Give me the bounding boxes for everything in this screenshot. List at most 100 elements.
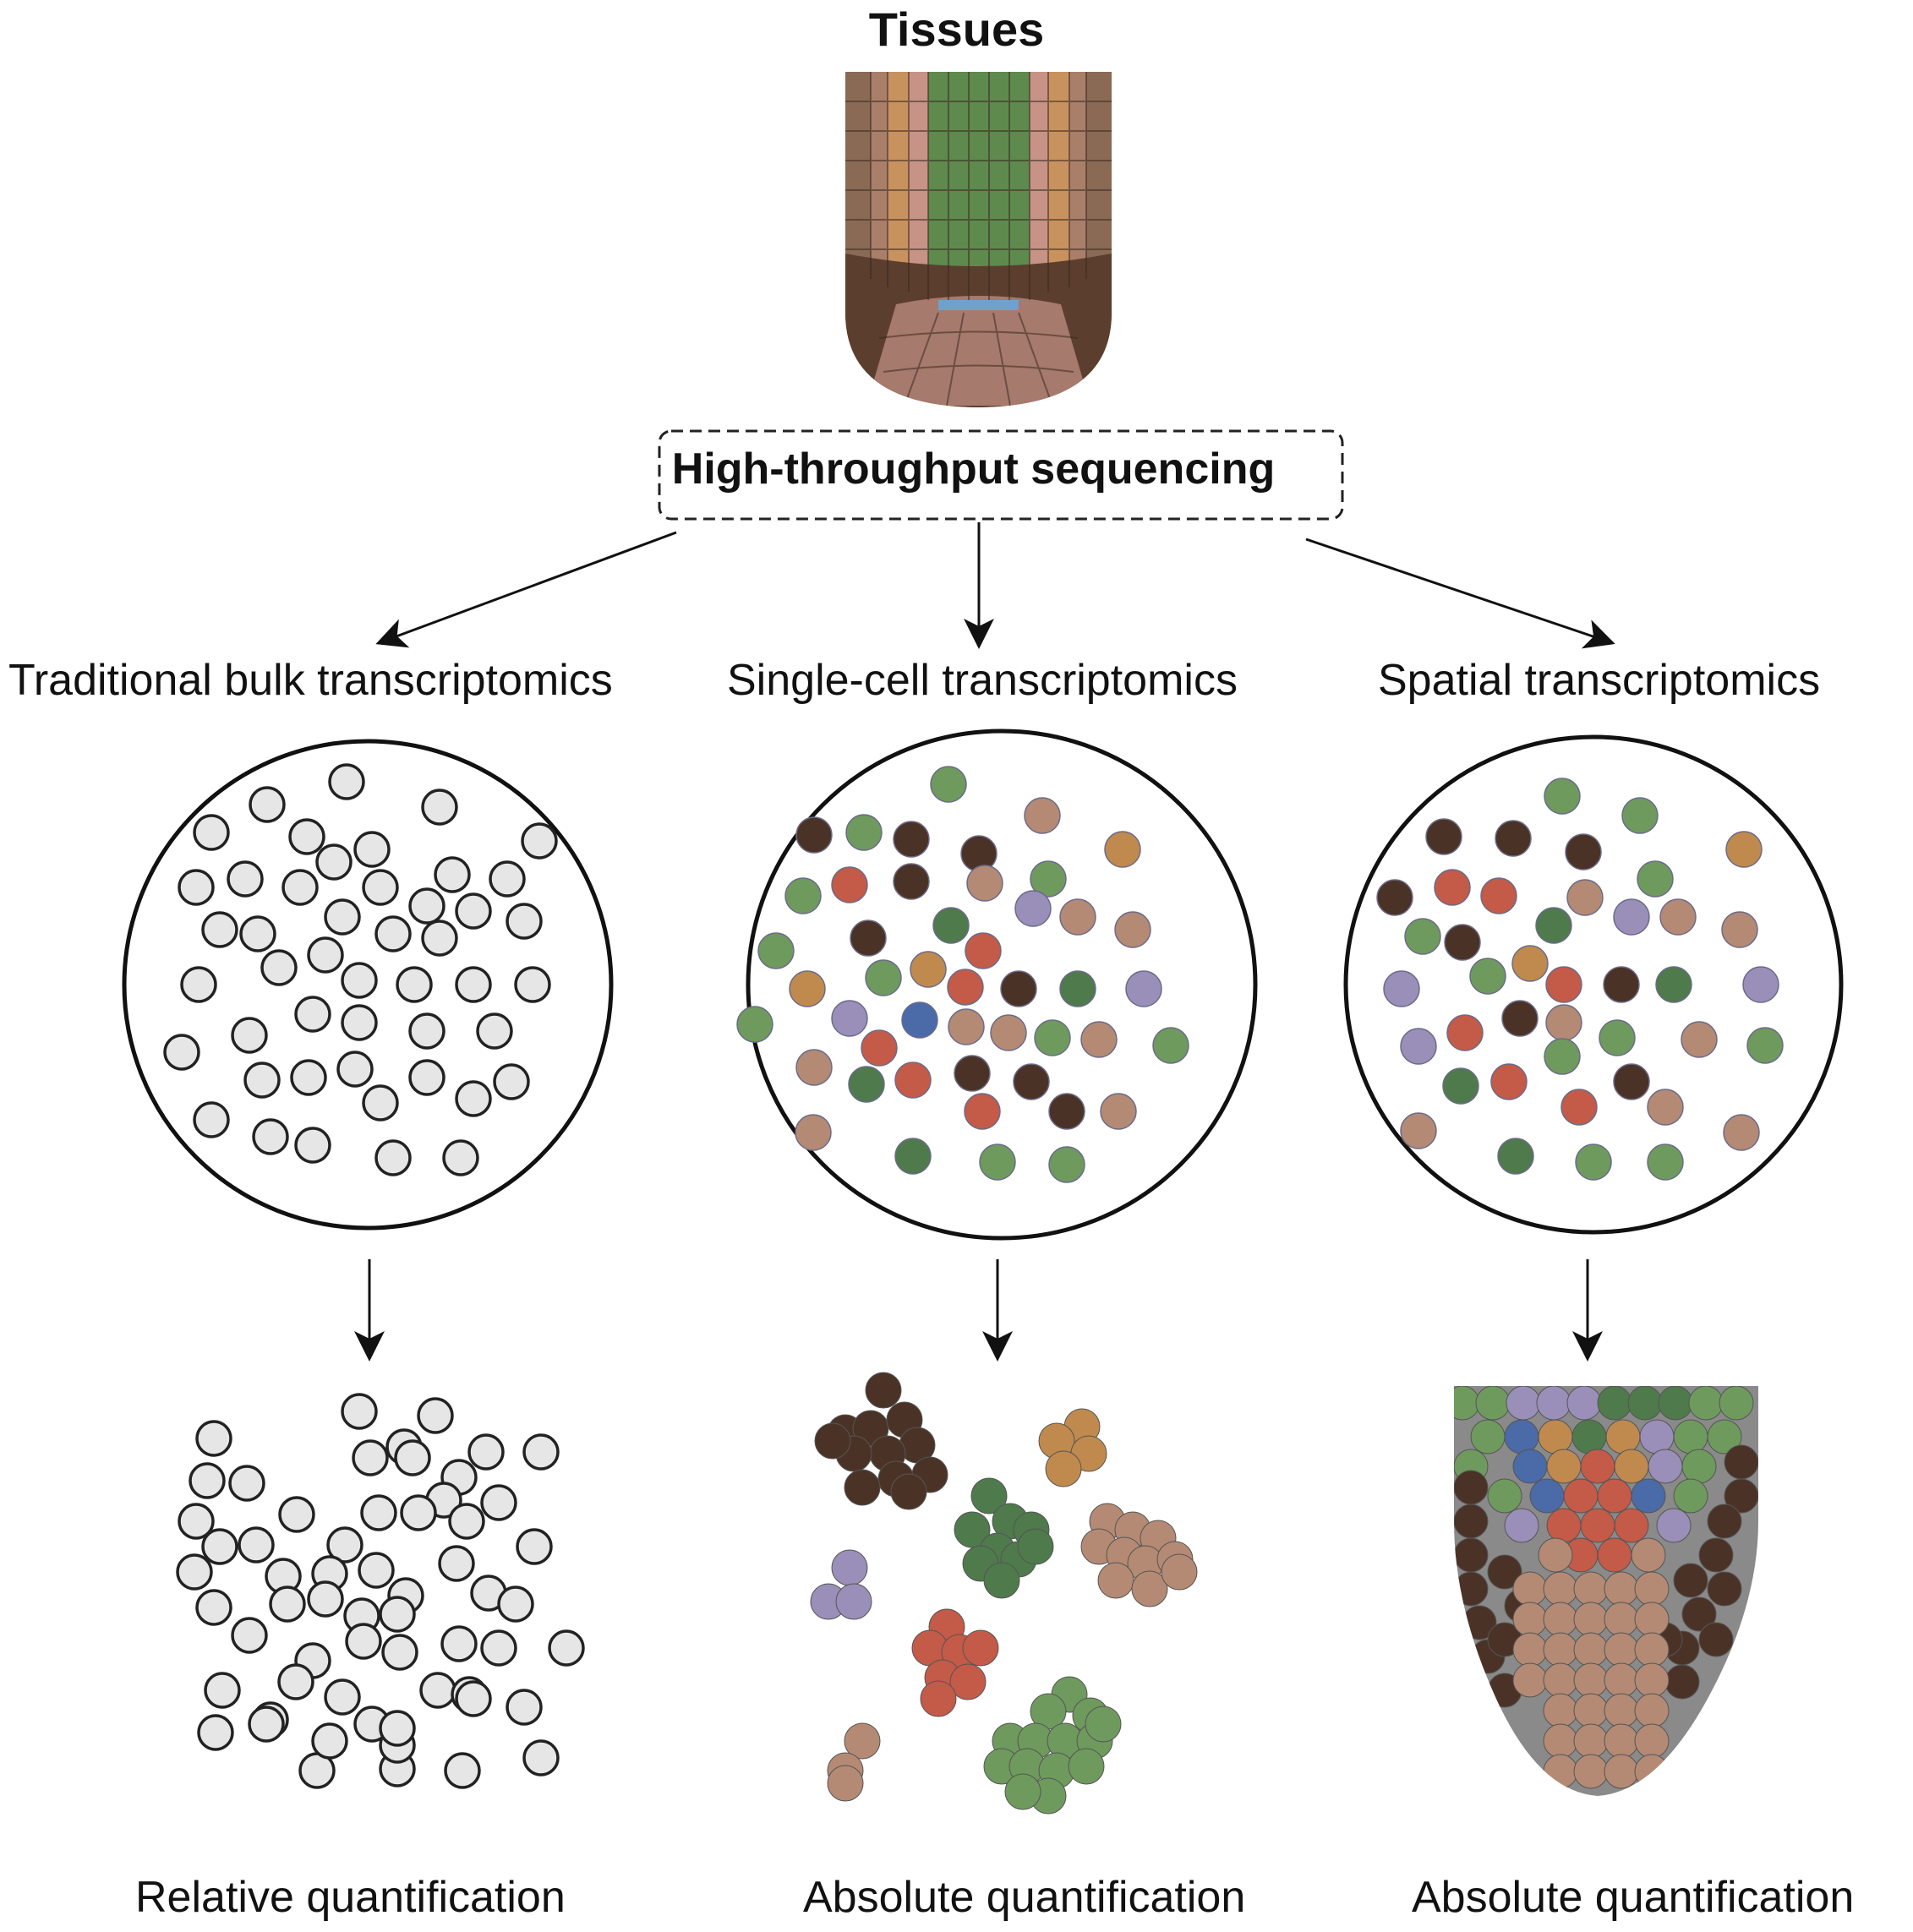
cell (893, 863, 930, 900)
cell (1114, 911, 1151, 948)
spatial-mapped-cells (1454, 1386, 1758, 1789)
cell (966, 865, 1003, 902)
cell (1545, 966, 1582, 1003)
cell (1400, 1112, 1437, 1149)
cell (789, 970, 826, 1007)
cell (238, 1526, 275, 1564)
cell (193, 814, 230, 851)
result-label-bulk: Relative quantification (135, 1873, 566, 1922)
cell (1634, 1754, 1670, 1789)
cell (1627, 1386, 1663, 1421)
cell (341, 1004, 378, 1041)
cell (178, 1503, 215, 1540)
cell (1655, 966, 1692, 1003)
cell (1446, 1014, 1484, 1051)
cell (1544, 1038, 1581, 1075)
cell (1597, 1478, 1632, 1514)
cell (358, 1552, 395, 1589)
cell (421, 920, 458, 957)
cell (1563, 1478, 1599, 1514)
cell (894, 1138, 932, 1175)
cell (1543, 1571, 1578, 1607)
cell (1571, 1419, 1607, 1454)
method-label-spatial: Spatial transcriptomics (1378, 656, 1821, 705)
cell (1059, 970, 1096, 1007)
cell (1034, 1019, 1071, 1056)
cell (516, 1528, 553, 1565)
cell (1404, 918, 1441, 955)
title: Tissues (868, 3, 1045, 56)
cell (381, 1634, 418, 1671)
cell (1719, 1386, 1754, 1421)
cell (360, 1494, 397, 1531)
cell (1546, 1449, 1582, 1484)
cell (1613, 898, 1650, 936)
bulk-cells (163, 763, 558, 1176)
cell (920, 1680, 957, 1717)
cell (910, 951, 947, 988)
cell (1538, 1537, 1573, 1573)
cell (1511, 945, 1549, 982)
cell (894, 1062, 932, 1099)
cell (1045, 1450, 1082, 1487)
cell (1721, 911, 1758, 948)
cell (324, 1678, 361, 1716)
cell (831, 1549, 868, 1586)
cell (1573, 1662, 1609, 1698)
cell (835, 1583, 872, 1620)
cell (1080, 1021, 1118, 1058)
cell (1698, 1537, 1734, 1573)
cell (444, 1752, 481, 1789)
cell (964, 1093, 1001, 1130)
cell (1469, 958, 1506, 995)
cell (493, 1063, 530, 1100)
cell (480, 1484, 517, 1521)
cell (243, 1062, 281, 1099)
cell (328, 763, 365, 800)
cell (269, 1585, 306, 1623)
cell (442, 1139, 479, 1176)
cell (514, 966, 551, 1003)
cell (1425, 818, 1462, 855)
cell (1659, 898, 1697, 936)
cell (1688, 1386, 1724, 1421)
cell (861, 1029, 898, 1067)
cell (1723, 1114, 1760, 1151)
cell (193, 1101, 230, 1138)
cell (1707, 1504, 1742, 1539)
cell (231, 1617, 268, 1654)
cell (1614, 1508, 1649, 1543)
cell (324, 898, 361, 936)
cell (1097, 1562, 1134, 1599)
cell (1597, 1537, 1632, 1573)
cell (1648, 1449, 1683, 1484)
cell (1454, 1537, 1489, 1573)
cell (1543, 1723, 1578, 1759)
cell (489, 860, 526, 898)
cell (195, 1420, 232, 1457)
cell (353, 831, 391, 868)
cell (865, 959, 902, 996)
cell (1543, 1693, 1578, 1728)
cell (1512, 1602, 1548, 1637)
cell (784, 877, 822, 914)
cell (1013, 1063, 1050, 1100)
result-label-spatial: Absolute quantification (1412, 1873, 1855, 1922)
cell (1725, 831, 1763, 868)
cell (248, 1706, 285, 1743)
cell (228, 1465, 265, 1502)
cell (844, 1469, 881, 1506)
cell (1637, 860, 1674, 898)
cell (408, 1012, 445, 1050)
cell (288, 818, 325, 855)
cell (379, 1710, 416, 1747)
cell (1604, 1693, 1639, 1728)
cell (831, 1000, 868, 1037)
cell (1470, 1419, 1506, 1454)
cell (400, 1494, 437, 1531)
cell (1538, 1419, 1573, 1454)
cell (467, 1433, 505, 1471)
cell (1000, 970, 1037, 1007)
cell (1673, 1419, 1708, 1454)
cell (277, 1663, 314, 1700)
